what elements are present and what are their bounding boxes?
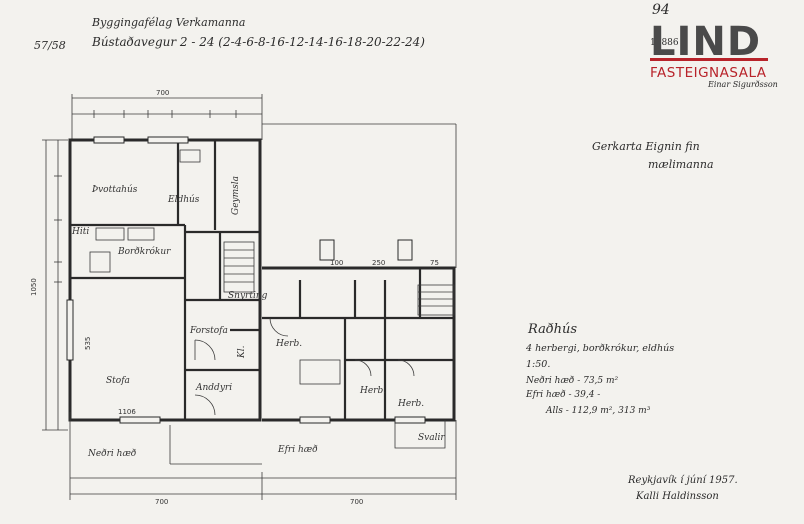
room-wc: Snyrting (228, 291, 268, 301)
stamp-code: 15886 (650, 38, 679, 48)
room-living: Stofa (106, 376, 130, 386)
lind-logo: LIND FASTEIGNASALA (650, 20, 772, 86)
legend-lower-floor: Neðri hæð - 73,5 m² (526, 376, 619, 386)
room-hiti: Hiti (71, 227, 89, 237)
dim-upper-b: 250 (372, 259, 385, 267)
logo-subtitle: FASTEIGNASALA (650, 65, 767, 81)
logo-underline (650, 58, 768, 61)
room-wash: Þvottahús (91, 184, 138, 195)
logo-wordmark: LIND (650, 19, 762, 65)
legend-description: 4 herbergi, borðkrókur, eldhús (526, 343, 675, 354)
legend-upper-floor: Efri hæð - 39,4 - (526, 390, 601, 400)
room-wardrobe: Kl. (237, 345, 247, 359)
header-association: Byggingafélag Verkamanna (92, 16, 246, 29)
room-hall: Forstofa (189, 326, 228, 336)
room-entry: Anddyri (195, 383, 232, 393)
room-storage: Geymsla (231, 176, 241, 215)
approval-line1: Gerkarta Eignin fin (592, 140, 700, 153)
dim-upper-a: 100 (330, 259, 343, 267)
place-date: Reykjavík í júní 1957. (628, 475, 738, 486)
dim-living-width: 1106 (118, 408, 136, 416)
floor-lower-label: Neðri hæð (87, 448, 137, 459)
room-kitchen: Eldhús (167, 194, 200, 205)
dim-left-inner: 535 (84, 337, 92, 350)
reference-number: 94 (652, 2, 670, 18)
sheet-number: 57/58 (34, 39, 66, 52)
legend-title: Raðhús (528, 322, 578, 337)
dim-bottom-left: 700 (155, 498, 168, 506)
dim-upper-c: 75 (430, 259, 439, 267)
address-line: Bústaðavegur 2 - 24 (2-4-6-8-16-12-14-16… (92, 35, 425, 49)
room-balcony: Svalir (418, 433, 445, 443)
room-bed3: Herb. (397, 399, 424, 409)
approval-line2: mælimanna (648, 158, 714, 171)
architect-signature: Kalli Haldinsson (636, 491, 719, 502)
legend-total: Alls - 112,9 m², 313 m³ (546, 406, 651, 416)
top-signature: Einar Sigurðsson (708, 80, 778, 89)
dim-left-height: 1050 (30, 278, 38, 296)
room-bed2: Herb. (359, 386, 386, 396)
room-bed1: Herb. (275, 339, 302, 349)
dim-top-total: 700 (156, 89, 169, 97)
legend-scale: 1:50. (526, 359, 551, 370)
room-nook: Borðkrókur (117, 246, 171, 257)
floor-upper-label: Efri hæð (277, 444, 318, 455)
dim-bottom-right: 700 (350, 498, 363, 506)
